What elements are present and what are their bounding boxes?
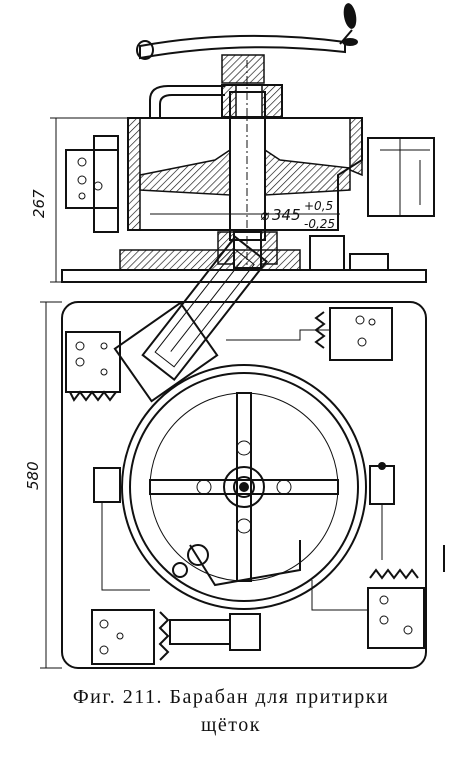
dimension-tol-lower: -0,25 xyxy=(304,217,335,231)
plan-view: 580 xyxy=(24,235,445,669)
section-view: 267 ⌀ 345 +0,5 -0,25 xyxy=(30,3,435,283)
dimension-diameter: 345 xyxy=(272,206,301,224)
figure-caption: Фиг. 211. Барабан для притирки xyxy=(72,686,390,708)
figure-caption-continued: щёток xyxy=(201,714,261,736)
handwheel xyxy=(136,3,358,84)
diameter-sign: ⌀ xyxy=(260,206,269,224)
dimension-height-bottom: 580 xyxy=(24,461,42,490)
dimension-tol-upper: +0,5 xyxy=(304,199,333,213)
dimension-height-top: 267 xyxy=(30,189,48,218)
technical-drawing: 267 ⌀ 345 +0,5 -0,25 580 xyxy=(24,3,445,669)
